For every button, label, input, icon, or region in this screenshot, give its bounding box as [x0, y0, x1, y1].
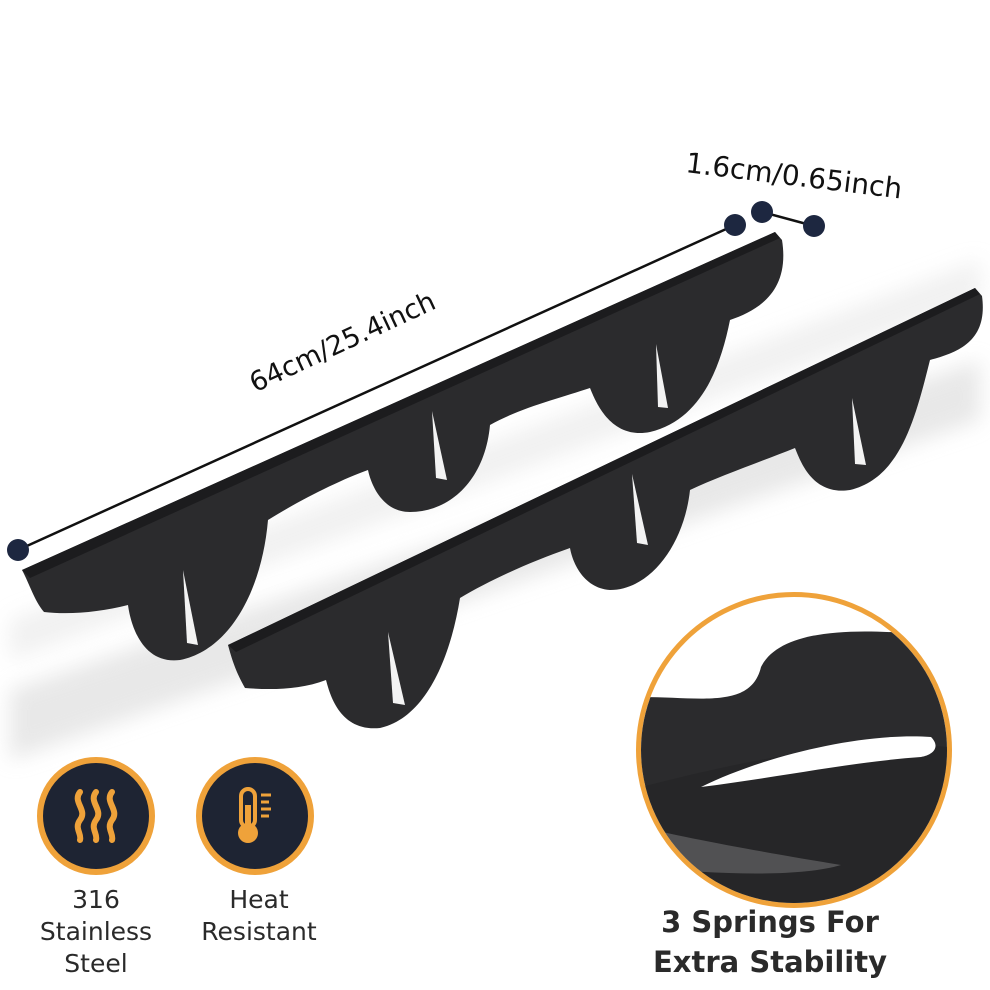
dimension-dot-a — [751, 201, 773, 223]
dimension-dot-left — [7, 539, 29, 561]
stainless-steel-label-line2: Stainless — [39, 917, 153, 946]
spring-zoom-detail — [636, 592, 952, 908]
length-dimension — [7, 214, 746, 561]
zoom-caption-line2: Extra Stability — [652, 945, 887, 979]
spring-closeup — [641, 631, 947, 903]
dimension-dot-b — [803, 215, 825, 237]
stainless-steel-label-line3: Steel — [64, 949, 128, 978]
heat-waves-icon — [74, 789, 118, 843]
zoom-caption-line1: 3 Springs For — [661, 905, 879, 939]
heat-resistant-label-line2: Resistant — [201, 917, 317, 946]
stainless-steel-label-line1: 316 — [72, 885, 120, 914]
stainless-steel-badge — [37, 757, 155, 875]
heat-resistant-badge — [196, 757, 314, 875]
heat-deflector-rail-1 — [22, 232, 784, 661]
dimension-dot-right — [724, 214, 746, 236]
heat-resistant-label: Heat Resistant — [175, 884, 343, 948]
heat-resistant-label-line1: Heat — [229, 885, 289, 914]
stainless-steel-label: 316 Stainless Steel — [12, 884, 180, 980]
width-dimension — [751, 201, 825, 237]
zoom-caption: 3 Springs For Extra Stability — [560, 902, 980, 982]
heat-deflector-rail-2 — [228, 288, 983, 729]
thermometer-icon — [238, 787, 271, 843]
